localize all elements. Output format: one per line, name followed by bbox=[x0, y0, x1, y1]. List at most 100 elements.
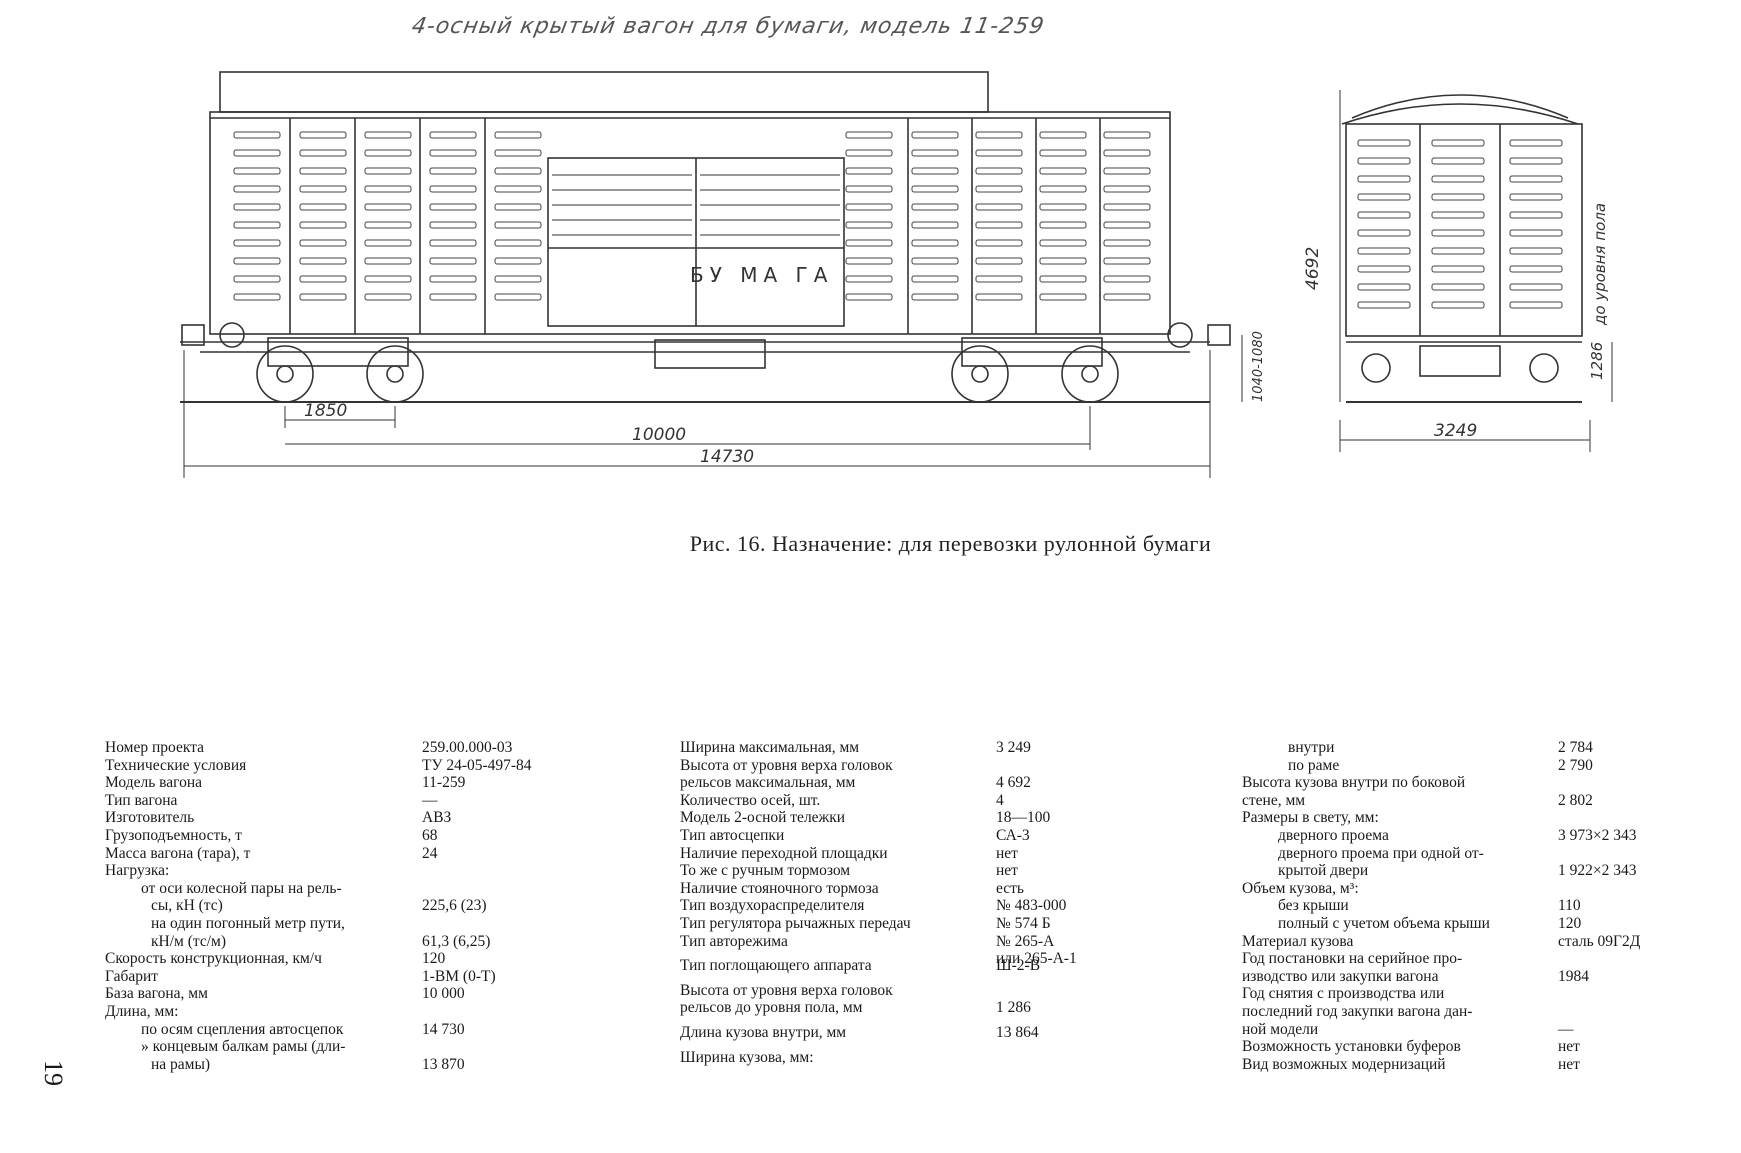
spec-row: Грузоподъемность, т 68 bbox=[105, 827, 545, 845]
spec-row: » концевым балкам рамы (дли- bbox=[105, 1038, 545, 1056]
spec-label: крытой двери bbox=[1278, 862, 1369, 880]
spec-value: 24 bbox=[422, 844, 438, 862]
spec-value: 1-ВМ (0-Т) bbox=[422, 967, 496, 985]
spec-value: 1984 bbox=[1558, 967, 1589, 985]
spec-value: 61,3 (6,25) bbox=[422, 932, 491, 950]
spec-value: 1 922×2 343 bbox=[1558, 862, 1637, 880]
spec-value: 120 bbox=[422, 950, 446, 968]
spec-row: Изготовитель АВЗ bbox=[105, 809, 545, 827]
spec-label: Изготовитель bbox=[105, 809, 195, 827]
spec-row: Габарит 1-ВМ (0-Т) bbox=[105, 968, 545, 986]
spec-row: Тип регулятора рычажных передач № 574 Б bbox=[680, 915, 1100, 933]
spec-label: Вид возможных модернизаций bbox=[1242, 1055, 1446, 1073]
spec-row: Размеры в свету, мм: bbox=[1242, 809, 1682, 827]
spec-value: нет bbox=[1558, 1055, 1580, 1073]
spec-label: Тип регулятора рычажных передач bbox=[680, 914, 911, 932]
spec-value: есть bbox=[996, 879, 1024, 897]
spec-label: на рамы) bbox=[151, 1055, 211, 1073]
spec-label: Количество осей, шт. bbox=[680, 791, 821, 809]
spec-value: 3 249 bbox=[996, 739, 1031, 756]
spec-row: сы, кН (тс)225,6 (23) bbox=[105, 897, 545, 915]
spec-value: 2 790 bbox=[1558, 756, 1593, 774]
dim-1286: 1286 bbox=[1588, 342, 1606, 380]
spec-row: кН/м (тс/м)61,3 (6,25) bbox=[105, 933, 545, 951]
spec-label: без крыши bbox=[1278, 897, 1349, 915]
spec-label: Тип вагона bbox=[105, 791, 178, 809]
spec-value: Ш-2-В bbox=[996, 957, 1041, 975]
dim-14730: 14730 bbox=[700, 447, 754, 467]
spec-label: Наличие переходной площадки bbox=[680, 844, 888, 862]
spec-value: нет bbox=[1558, 1038, 1580, 1056]
spec-label: на один погонный метр пути, bbox=[151, 914, 345, 932]
spec-value: 10 000 bbox=[422, 985, 465, 1003]
spec-label: Высота от уровня верха головок bbox=[680, 756, 893, 774]
spec-value: 3 973×2 343 bbox=[1558, 826, 1637, 844]
spec-value: — bbox=[1558, 1020, 1574, 1038]
spec-label: Возможность установки буферов bbox=[1242, 1038, 1461, 1056]
spec-label: ной модели bbox=[1242, 1020, 1319, 1038]
spec-label: Наличие стояночного тормоза bbox=[680, 879, 879, 897]
spec-label: от оси колесной пары на рель- bbox=[141, 879, 342, 897]
spec-value: 11-259 bbox=[422, 774, 466, 792]
spec-label: последний год закупки вагона дан- bbox=[1242, 1002, 1473, 1020]
spec-value: нет bbox=[996, 862, 1018, 880]
spec-label: дверного проема при одной от- bbox=[1278, 844, 1484, 862]
spec-label: Габарит bbox=[105, 967, 159, 985]
spec-value: АВЗ bbox=[422, 809, 452, 827]
spec-row: дверного проема при одной от- bbox=[1242, 845, 1682, 863]
spec-row: Количество осей, шт.4 bbox=[680, 792, 1100, 810]
spec-label: по осям сцепления автосцепок bbox=[141, 1020, 344, 1038]
spec-label: по раме bbox=[1288, 756, 1340, 774]
spec-label: сы, кН (тс) bbox=[151, 897, 223, 915]
spec-label: дверного проема bbox=[1278, 826, 1389, 844]
spec-label: Объем кузова, м³: bbox=[1242, 879, 1359, 897]
spec-label: рельсов максимальная, мм bbox=[680, 774, 856, 792]
dim-10000: 10000 bbox=[632, 425, 686, 445]
spec-label: Технические условия bbox=[105, 756, 247, 774]
spec-row: крытой двери 1 922×2 343 bbox=[1242, 862, 1682, 880]
spec-row: Длина, мм: bbox=[105, 1003, 545, 1021]
spec-value: 4 692 bbox=[996, 774, 1031, 792]
spec-row: Тип вагона— bbox=[105, 792, 545, 810]
spec-value: ТУ 24-05-497-84 bbox=[422, 756, 532, 774]
spec-label: Ширина максимальная, мм bbox=[680, 739, 860, 756]
page-number: 19 bbox=[39, 1060, 68, 1086]
spec-row: Материал кузова сталь 09Г2Д bbox=[1242, 933, 1682, 951]
spec-row: Ширина максимальная, мм 3 249 bbox=[680, 739, 1100, 757]
spec-label: Грузоподъемность, т bbox=[105, 826, 242, 844]
spec-value: 68 bbox=[422, 826, 438, 844]
dim-4692: 4692 bbox=[1303, 247, 1323, 290]
spec-label: Ширина кузова, мм: bbox=[680, 1048, 814, 1066]
spec-row: Нагрузка: bbox=[105, 862, 545, 880]
spec-value: сталь 09Г2Д bbox=[1558, 932, 1641, 950]
dim-1040: 1040-1080 bbox=[1251, 331, 1266, 402]
dim-1850: 1850 bbox=[304, 401, 347, 421]
spec-value: или 265-А-1 bbox=[996, 950, 1077, 968]
spec-label: Тип автосцепки bbox=[680, 826, 785, 844]
spec-value: 13 864 bbox=[996, 1023, 1039, 1041]
spec-row: на один погонный метр пути, bbox=[105, 915, 545, 933]
spec-row: Высота от уровня верха головок bbox=[680, 757, 1100, 775]
spec-label: Масса вагона (тара), т bbox=[105, 844, 251, 862]
spec-label: Год снятия с производства или bbox=[1242, 985, 1445, 1003]
spec-label: Модель 2-осной тележки bbox=[680, 809, 846, 827]
spec-label: Длина, мм: bbox=[105, 1002, 179, 1020]
spec-value: нет bbox=[996, 844, 1018, 862]
spec-label: полный с учетом объема крыши bbox=[1278, 914, 1490, 932]
spec-label: Размеры в свету, мм: bbox=[1242, 809, 1379, 827]
spec-label: Материал кузова bbox=[1242, 932, 1354, 950]
spec-value: № 574 Б bbox=[996, 914, 1051, 932]
